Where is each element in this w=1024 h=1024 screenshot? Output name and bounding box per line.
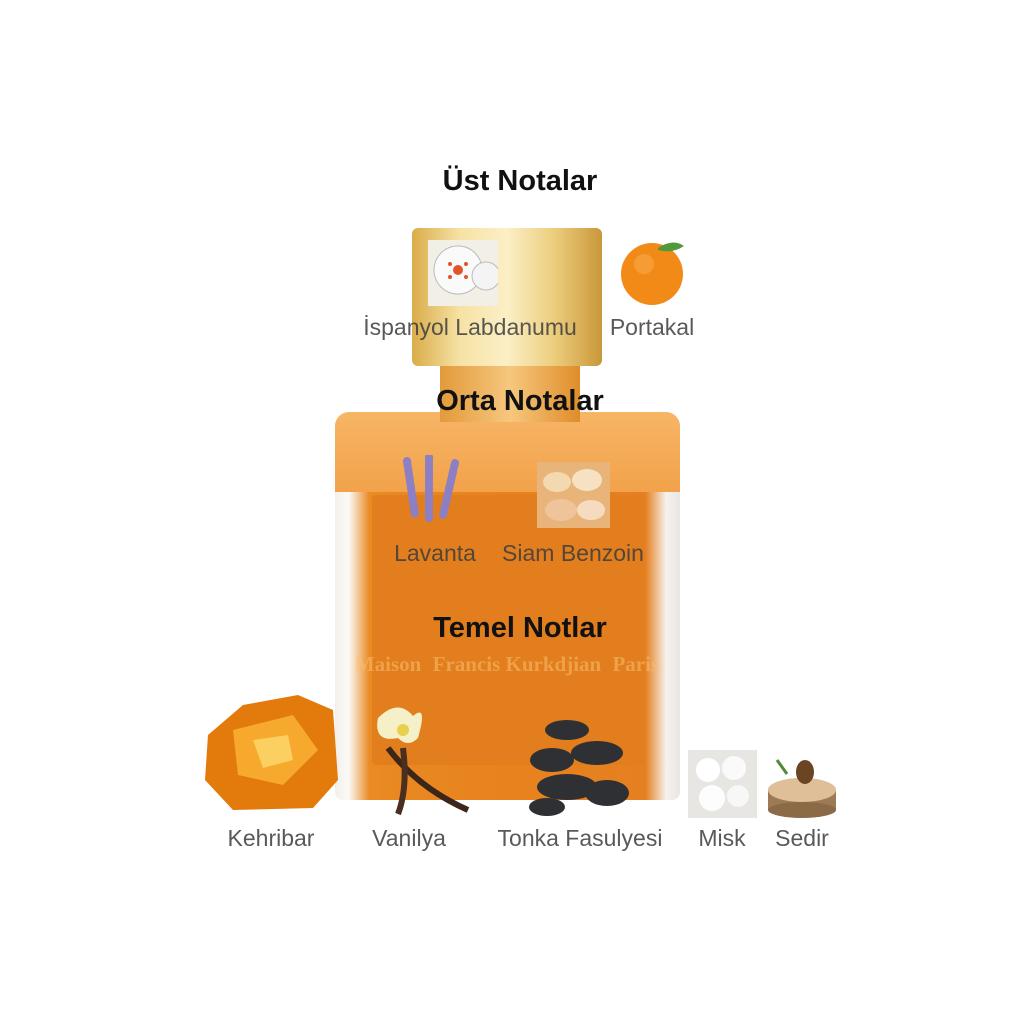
brand-line: Paris — [612, 652, 660, 676]
tonka-bean-icon — [529, 720, 629, 816]
bottle-neck — [440, 362, 580, 422]
brand-line: Francis Kurkdjian — [432, 652, 602, 676]
note-label: Lavanta — [394, 540, 476, 566]
brand-line: Maison — [354, 652, 422, 676]
orange-icon — [621, 242, 684, 305]
note-label: Vanilya — [372, 825, 446, 851]
top-notes-heading: Üst Notalar — [442, 165, 598, 197]
vanilla-icon — [377, 707, 470, 816]
note-label: Siam Benzoin — [502, 540, 644, 566]
bottle-shoulder — [335, 412, 680, 492]
note-label: Kehribar — [227, 825, 315, 851]
labdanum-flower-icon — [428, 240, 498, 306]
note-label: Misk — [698, 825, 746, 851]
cedar-icon — [768, 759, 836, 818]
note-label: Tonka Fasulyesi — [497, 825, 663, 851]
benzoin-resin-icon — [537, 462, 610, 528]
musk-icon — [688, 750, 757, 818]
note-label: Portakal — [609, 314, 695, 340]
amber-icon — [205, 695, 338, 810]
bottle-brand-logo: Maison Francis Kurkdjian Paris — [307, 652, 707, 676]
lavender-icon — [403, 455, 459, 525]
base-notes-heading: Temel Notlar — [433, 612, 607, 644]
note-label: İspanyol Labdanumu — [363, 314, 577, 340]
note-label: Sedir — [775, 825, 829, 851]
middle-notes-heading: Orta Notalar — [436, 385, 604, 417]
